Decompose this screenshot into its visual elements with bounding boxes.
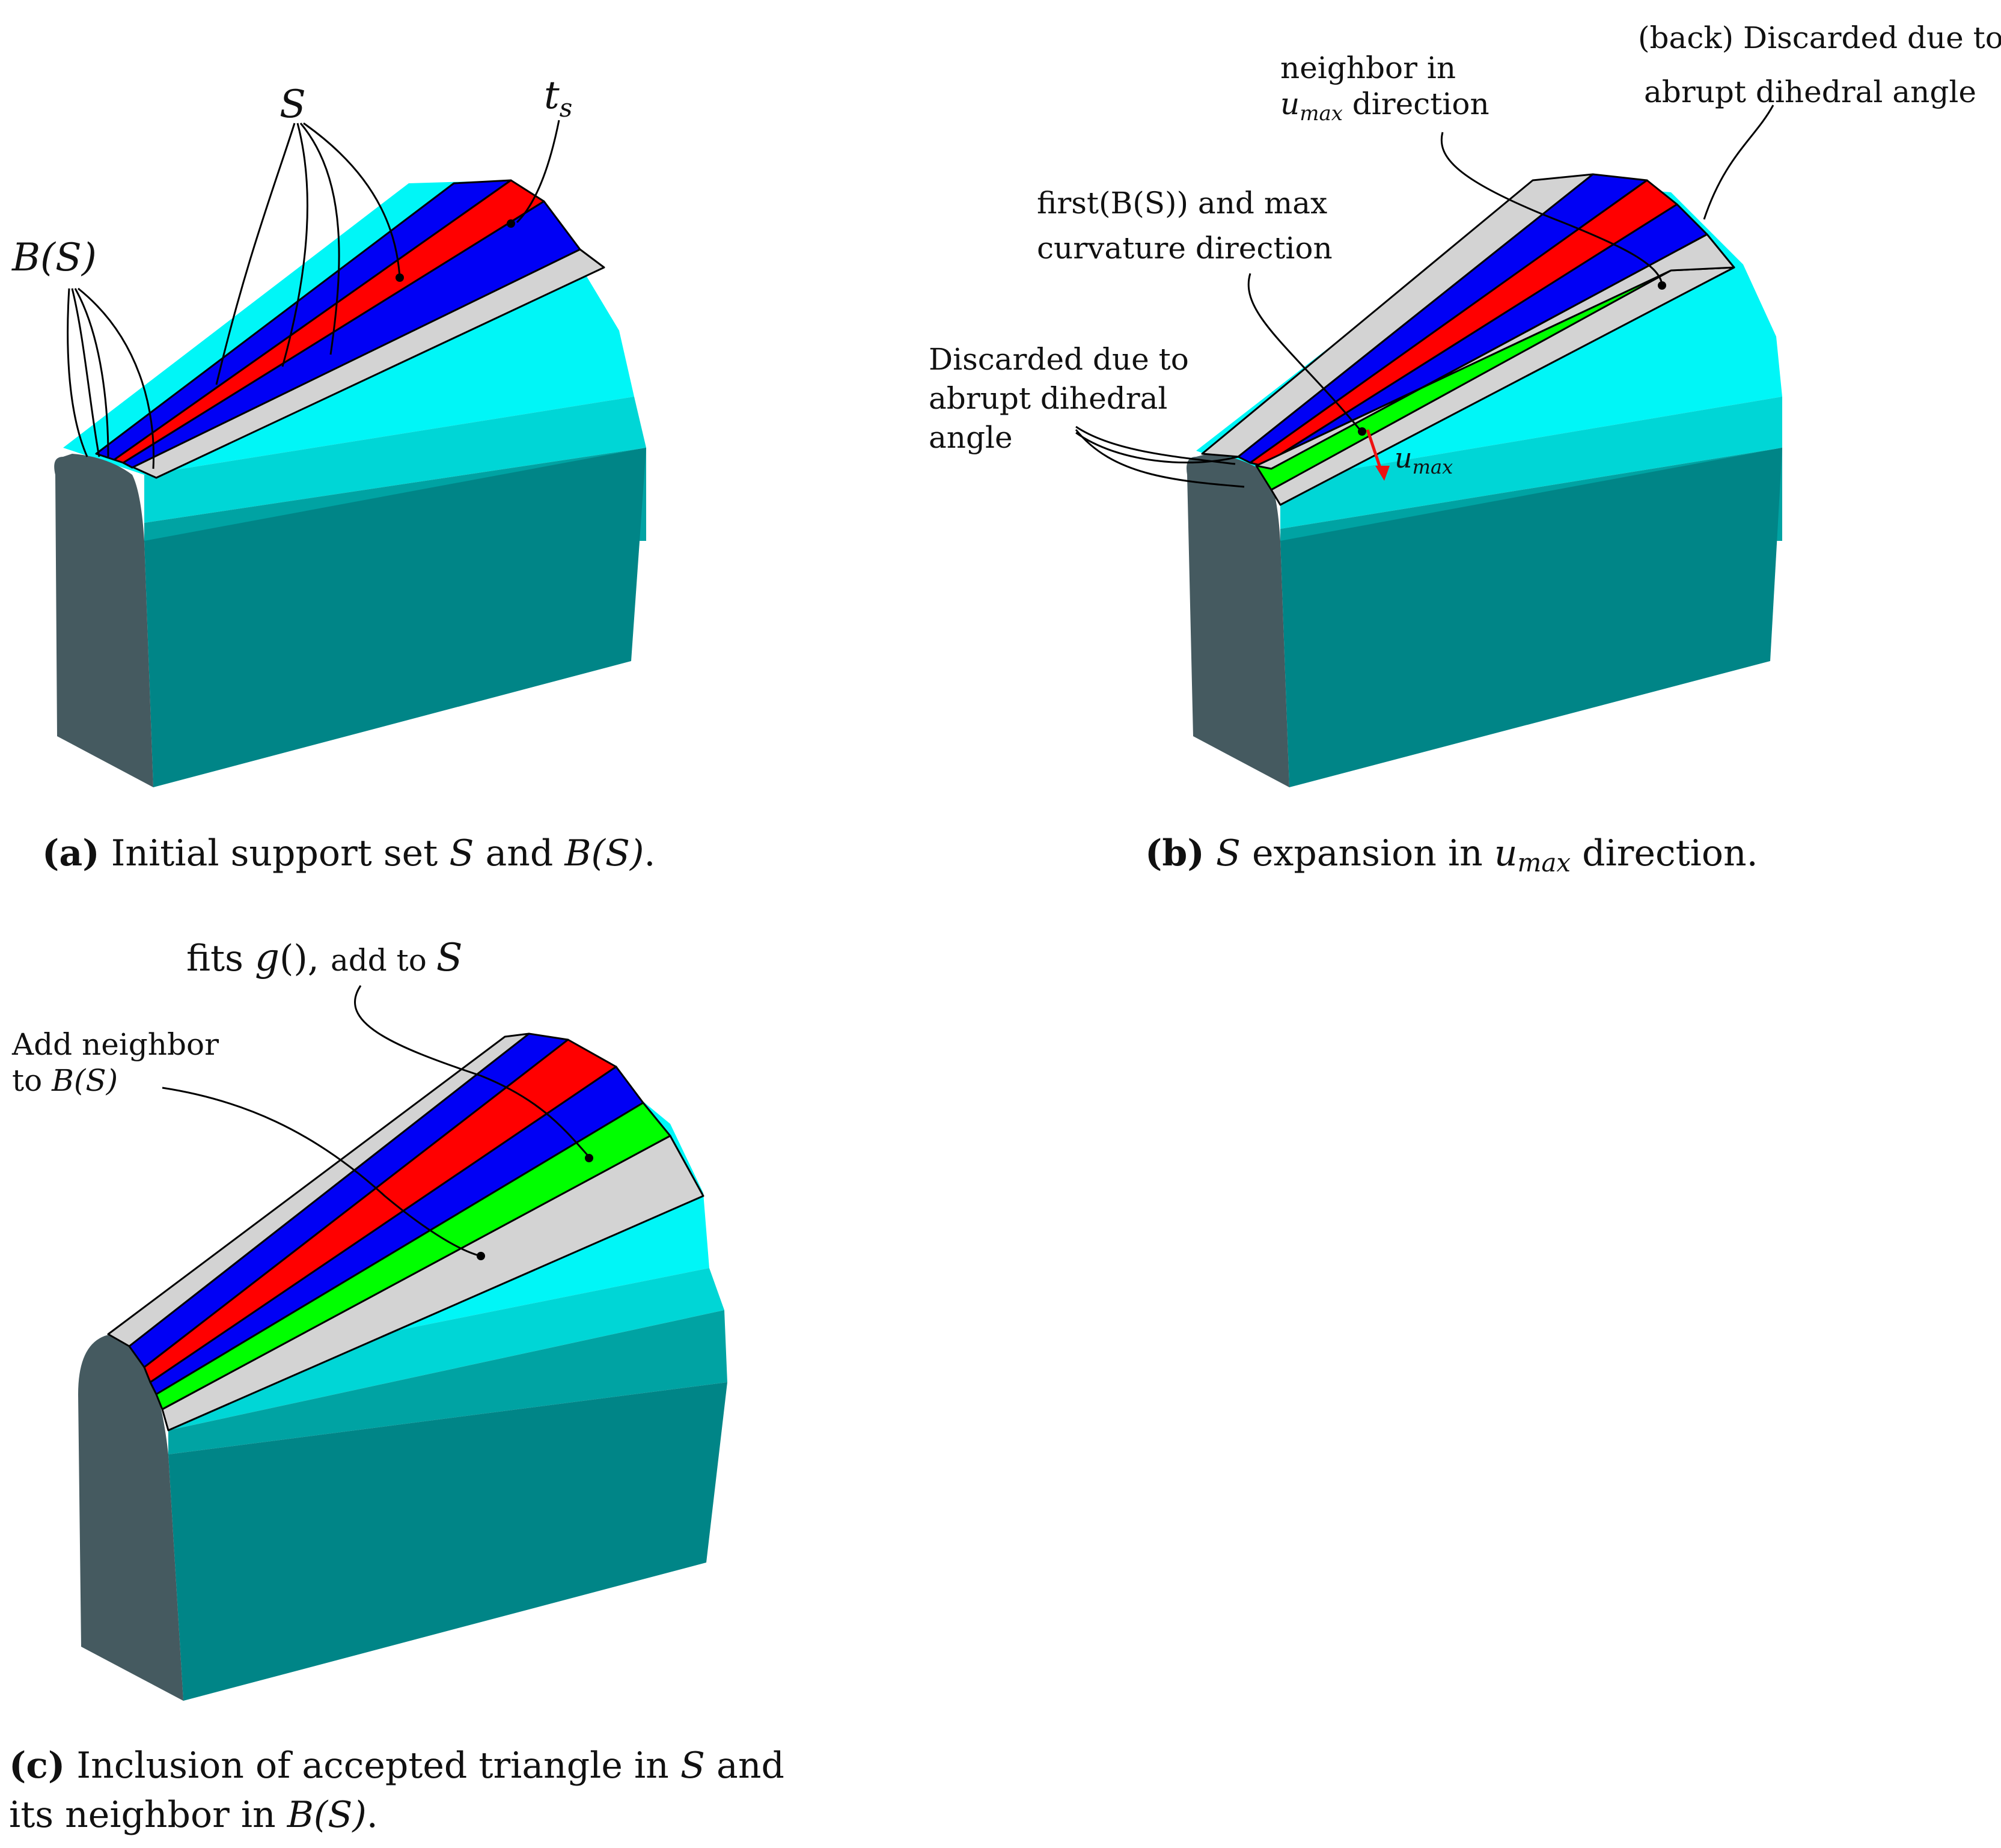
panel-c-front-face [168,1382,727,1701]
panel-a-band-2 [144,397,646,523]
panel-b-neighbor-label-1: neighbor in [1280,50,1456,85]
panel-b-end-cap [1187,454,1289,787]
panel-c-caption-line-2: its neighbor in B(S). [9,1794,378,1836]
panel-a-caption: (a) Initial support set S and B(S). [42,832,656,874]
panel-b-band-2 [1280,397,1782,529]
panel-b-back-label-1: (back) Discarded due to [1638,20,2001,55]
panel-c-caption-line-1: (c) Inclusion of accepted triangle in S … [9,1745,784,1787]
panel-b-umax-label: umax [1395,442,1453,478]
panel-c-end-cap [78,1334,183,1701]
panel-b-front-face [1280,448,1782,787]
panel-c-fits-label: fits g(), add to S [186,936,463,980]
panel-c-gray-strip [161,1135,704,1432]
panel-b-first-label-2: curvature direction [1037,231,1333,266]
panel-c-gray-strip-back [107,1032,530,1347]
panel-a-label-s: S [280,82,306,127]
panel-b-neighbor-label-2: umax direction [1280,87,1489,126]
panel-b-gray-strip-mid [1255,233,1735,470]
panel-b-shape [1187,173,1782,787]
panel-c-shape [78,1032,727,1701]
panel-c-leaders [162,985,593,1260]
panel-a-end-cap [54,454,154,787]
panel-a-blue-strip-2 [122,200,581,469]
panel-a-label-ts: ts [544,73,572,123]
panel-b-back-label-2: abrupt dihedral angle [1644,75,1976,109]
panel-a-shape [54,179,646,787]
panel-a-label-bs: B(S) [11,236,97,280]
panel-b-leaders [1075,105,1774,488]
panel-b-umax-arrowhead [1375,466,1390,481]
panel-c-add-label-2: to B(S) [12,1063,118,1098]
panel-b-discarded-label-2: abrupt dihedral [929,381,1167,416]
panel-a-leaders [67,120,560,469]
panel-b-discarded-label-3: angle [929,420,1013,455]
panel-b-discarded-label-1: Discarded due to [929,342,1189,377]
panel-b-caption: (b) S expansion in umax direction. [1145,832,1758,877]
panel-b-first-label-1: first(B(S)) and max [1037,186,1327,221]
panel-c-band-2 [153,1268,724,1430]
panel-c-band-3 [168,1310,727,1454]
panel-a-front-face [144,448,646,787]
panel-c-add-label-1: Add neighbor [11,1027,219,1062]
